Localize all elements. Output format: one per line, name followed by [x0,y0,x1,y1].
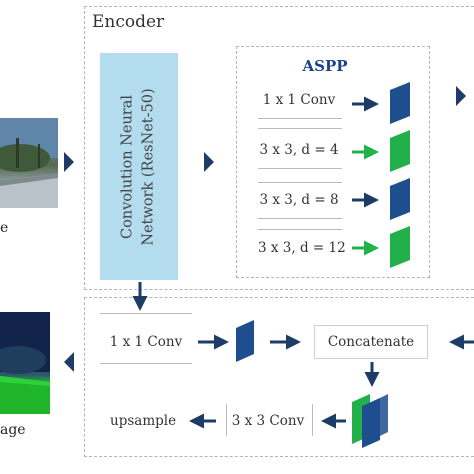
aspp-op-4-overline [258,229,342,230]
aspp-feature-map-2 [390,130,410,172]
aspp-op-3: 3 x 3, d = 8 [259,192,339,208]
aspp-box [236,46,430,278]
chevron-to-output-icon [64,352,74,372]
chevron-cnn-to-aspp-icon [204,152,214,172]
input-image-label: e [0,220,9,236]
decoder-feature-map [236,320,254,362]
decoder-conv1x1-overline [100,313,192,314]
decoder-conv3x3: 3 x 3 Conv [231,413,305,429]
aspp-op-1-underline [258,118,342,119]
stacked-feature-map-navy [372,394,388,440]
chevron-input-to-cnn-icon [64,152,74,172]
decoder-conv3x3-right-line [312,404,313,436]
decoder-upsample: upsample [110,413,177,429]
aspp-title: ASPP [302,57,348,75]
decoder-concatenate: Concatenate [314,325,428,359]
chevron-aspp-out-icon [456,86,466,106]
input-image [0,118,58,208]
decoder-conv1x1-underline [100,363,192,364]
decoder-conv1x1: 1 x 1 Conv [109,334,183,350]
decoder-conv3x3-left-line [226,404,227,436]
aspp-op-2-underline [258,168,342,169]
encoder-box [84,6,474,290]
aspp-op-4: 3 x 3, d = 12 [258,240,346,256]
aspp-feature-map-1 [390,82,410,124]
aspp-op-2-overline [258,128,342,129]
output-image-label: age [0,422,26,438]
decoder-box [84,297,474,457]
aspp-op-3-underline [258,218,342,219]
aspp-feature-map-3 [390,178,410,220]
aspp-feature-map-4 [390,226,410,268]
aspp-op-1: 1 x 1 Conv [262,92,336,108]
output-image [0,312,50,414]
aspp-op-2: 3 x 3, d = 4 [259,142,339,158]
encoder-title: Encoder [92,12,165,32]
cnn-backbone-block: Convolution Neural Network (ResNet-50) [100,53,178,280]
aspp-op-3-overline [258,182,342,183]
